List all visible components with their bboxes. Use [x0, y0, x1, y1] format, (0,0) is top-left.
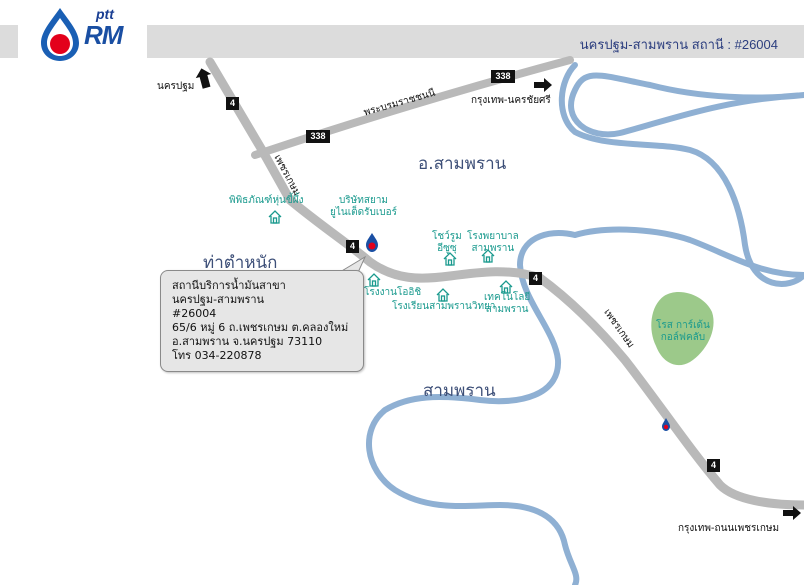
route-338-shield-top: 338 — [491, 70, 515, 83]
callout-phone: โทร 034-220878 — [172, 349, 262, 362]
place-christ-church: โชว์รูม อีซูซุ — [432, 231, 462, 254]
place-rose-garden: โรส การ์เด้น กอล์ฟคลับ — [656, 320, 710, 343]
header-band-left — [0, 25, 18, 58]
hospital-place-icon — [481, 249, 495, 263]
callout-code: #26004 — [172, 307, 217, 320]
route-338-shield-mid: 338 — [306, 130, 330, 143]
route-4-shield-bottom: 4 — [707, 459, 720, 472]
arrow-to-bangkok-nakhon-chai-si-icon — [534, 78, 552, 92]
tech-college-place-icon — [499, 280, 513, 294]
river-tha-chin — [366, 62, 804, 585]
callout-address-line2: อ.สามพราน จ.นครปฐม 73110 — [172, 335, 323, 348]
school-place-icon — [436, 288, 450, 302]
station-marker-icon — [366, 233, 378, 252]
district-amphoe-sam-phran: อ.สามพราน — [418, 154, 507, 174]
place-tech-college: เทคโนโลยี สามพราน — [484, 292, 531, 315]
header-band — [147, 25, 804, 58]
logo-rm-text: RM — [84, 20, 123, 50]
direction-bangkok-nakhon-chai-si: กรุงเทพ-นครชัยศรี — [471, 95, 551, 106]
secondary-station-icon — [662, 418, 670, 431]
road-338 — [251, 56, 574, 159]
golf-course-area — [651, 291, 714, 366]
river-tha-chin-upper — [572, 226, 804, 278]
callout-name-line2: นครปฐม-สามพราน — [172, 293, 265, 306]
place-siam-united-rubber: บริษัทสยาม ยูไนเต็ดรับเบอร์ — [330, 195, 397, 218]
place-school: โรงเรียนสามพรานวิทยา — [392, 301, 496, 312]
place-hospital: โรงพยาบาล สามพราน — [467, 231, 519, 254]
route-4-shield-curve: 4 — [529, 272, 542, 285]
route-4-shield-top: 4 — [226, 97, 239, 110]
ptt-flame-icon — [41, 8, 79, 61]
place-museum: พิพิธภัณฑ์หุ่นขี้ผึ้ง — [229, 195, 304, 206]
callout-name-line1: สถานีบริการน้ำมันสาขา — [172, 279, 286, 292]
ptt-rm-logo: ptt RM — [38, 6, 133, 62]
arrow-to-nakhon-pathom-icon — [195, 68, 212, 89]
logo-ptt-text: ptt — [96, 6, 114, 22]
district-tha-tam-nak: ท่าตำหนัก — [203, 253, 278, 273]
place-factory: โรงงานโออิชิ — [364, 287, 422, 298]
callout-address-line1: 65/6 หมู่ 6 ถ.เพชรเกษม ต.คลองใหม่ — [172, 321, 349, 334]
district-sam-phran: สามพราน — [423, 381, 496, 401]
christ-church-place-icon — [443, 252, 457, 266]
station-info-callout: สถานีบริการน้ำมันสาขา นครปฐม-สามพราน #26… — [160, 270, 364, 372]
station-title: นครปฐม-สามพราน สถานี : #26004 — [579, 37, 778, 52]
route-4-shield-station: 4 — [346, 240, 359, 253]
factory-place-icon — [367, 273, 381, 287]
river-mekhong-lower — [568, 72, 804, 138]
arrow-to-bangkok-phetkasem-icon — [783, 506, 801, 520]
museum-place-icon — [268, 210, 282, 224]
direction-bangkok-phetkasem: กรุงเทพ-ถนนเพชรเกษม — [678, 523, 780, 534]
direction-nakhon-pathom: นครปฐม — [157, 81, 195, 92]
